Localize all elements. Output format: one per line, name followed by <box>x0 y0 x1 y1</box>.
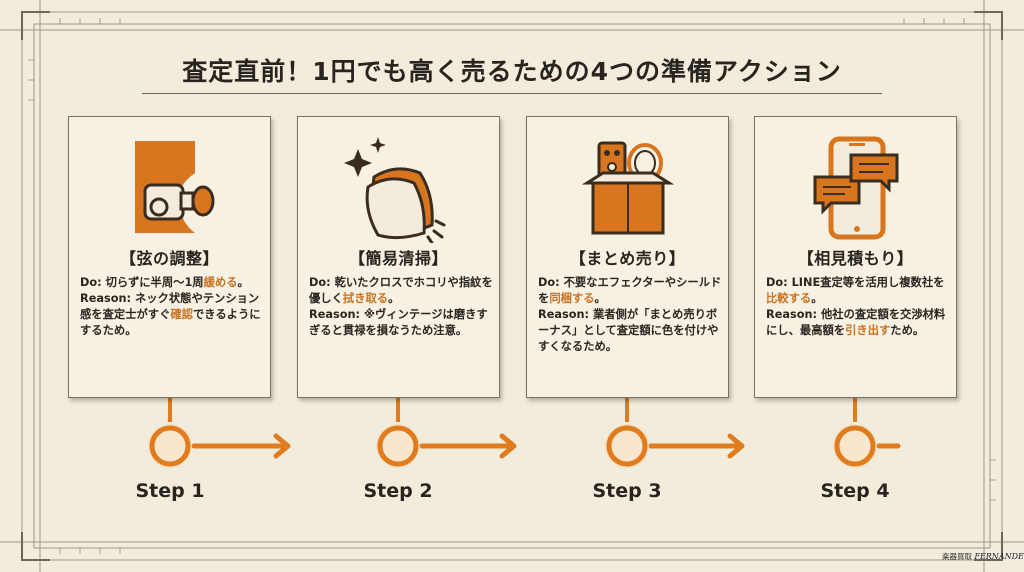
do-highlight: 比較する <box>766 292 812 305</box>
title-underline <box>142 93 882 94</box>
step-card-4: 【相見積もり】 Do: LINE査定等を活用し複数社を比較する。 Reason:… <box>754 116 957 398</box>
do-text: Do: 乾いたクロスでホコリや指紋を優しく <box>309 276 493 305</box>
logo-left-text: 楽器買取 <box>942 552 972 561</box>
card-heading: 【まとめ売り】 <box>569 249 686 268</box>
reason-highlight: 確認 <box>170 308 193 321</box>
reason-text: Reason: 業者側が「まとめ売りボーナス」として査定額に色を付けやすくなるた… <box>538 308 719 353</box>
reason-suffix: できるようにするため。 <box>80 308 261 337</box>
card-body: Do: 乾いたクロスでホコリや指紋を優しく拭き取る。 Reason: ※ヴィンテ… <box>309 275 495 339</box>
do-text: Do: 不要なエフェクターやシールドを <box>538 276 722 305</box>
smartphone-chat-icon <box>813 136 899 240</box>
card-heading: 【相見積もり】 <box>797 249 914 268</box>
do-suffix: 。 <box>811 292 823 305</box>
do-text: Do: LINE査定等を活用し複数社を <box>766 276 945 289</box>
brand-logo: 楽器買取 FERNANDES <box>942 550 1024 564</box>
step-label-2: Step 2 <box>363 480 433 502</box>
card-heading: 【弦の調整】 <box>119 249 219 268</box>
guitar-tuning-peg-icon <box>135 141 215 233</box>
step-card-2: 【簡易清掃】 Do: 乾いたクロスでホコリや指紋を優しく拭き取る。 Reason… <box>297 116 500 398</box>
do-suffix: 。 <box>594 292 606 305</box>
step-card-3: 【まとめ売り】 Do: 不要なエフェクターやシールドを同梱する。 Reason:… <box>526 116 729 398</box>
reason-text: Reason: ネック状態やテンション感を査定士がすぐ <box>80 292 260 321</box>
reason-highlight: 引き出す <box>845 324 891 337</box>
do-suffix: 。 <box>237 276 249 289</box>
cleaning-cloth-sparkle-icon <box>344 137 446 243</box>
reason-text: Reason: 他社の査定額を交渉材料にし、最高額を <box>766 308 946 337</box>
step-card-1: 【弦の調整】 Do: 切らずに半周〜1周緩める。 Reason: ネック状態やテ… <box>68 116 271 398</box>
do-highlight: 緩める <box>203 276 238 289</box>
card-body: Do: 切らずに半周〜1周緩める。 Reason: ネック状態やテンション感を査… <box>80 275 266 339</box>
box-with-pedal-and-cable-icon <box>581 141 675 235</box>
step-label-1: Step 1 <box>135 480 205 502</box>
do-suffix: 。 <box>388 292 400 305</box>
do-highlight: 拭き取る <box>342 292 389 305</box>
card-body: Do: 不要なエフェクターやシールドを同梱する。 Reason: 業者側が「まと… <box>538 275 724 355</box>
step-label-3: Step 3 <box>592 480 662 502</box>
do-highlight: 同梱する <box>549 292 595 305</box>
card-body: Do: LINE査定等を活用し複数社を比較する。 Reason: 他社の査定額を… <box>766 275 952 339</box>
page-title: 査定直前！1円でも高く売るための4つの準備アクション <box>182 57 842 86</box>
logo-signature: FERNANDES <box>974 552 1024 561</box>
reason-text: Reason: ※ヴィンテージは磨きすぎると貫禄を損なうため注意。 <box>309 308 488 337</box>
do-text: Do: 切らずに半周〜1周 <box>80 276 204 289</box>
reason-suffix: ため。 <box>890 324 925 337</box>
step-label-4: Step 4 <box>820 480 890 502</box>
card-heading: 【簡易清掃】 <box>348 249 448 268</box>
